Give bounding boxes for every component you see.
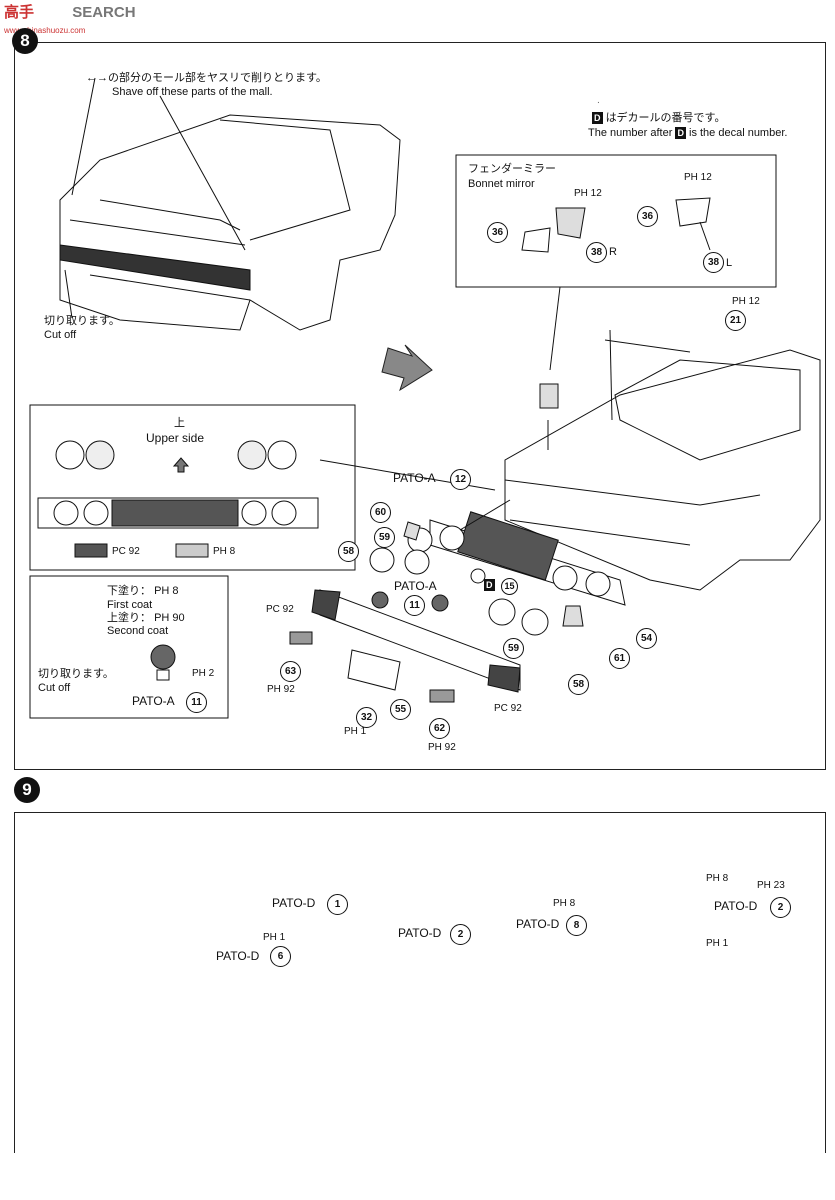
part-12: 12 [450, 469, 471, 490]
decal-mark-15: D [484, 579, 495, 592]
part-60: 60 [370, 502, 391, 523]
pato-d-6-label: PATO-D [216, 950, 259, 963]
decal-note-en-b: is the decal number. [689, 127, 788, 139]
part-58-right: 58 [568, 674, 589, 695]
pato-d-1-text: PATO-D [272, 896, 316, 910]
step9-frame [14, 812, 826, 1153]
paint-ph12-b: PH 12 [684, 172, 712, 183]
mirror-en: Bonnet mirror [468, 178, 535, 190]
upper-ja: 上 [174, 417, 185, 429]
pato-d-8-text: PATO-D [516, 917, 560, 931]
paint-ph12-c: PH 12 [732, 296, 760, 307]
cutoff-ja: 切り取ります。 [44, 315, 120, 327]
part-38-left: 38 [703, 252, 724, 273]
part-d1: 1 [327, 894, 348, 915]
paint9-ph8-box: PH 8 [706, 873, 729, 884]
part-55: 55 [390, 699, 411, 720]
upper-en: Upper side [146, 431, 205, 445]
decal-mark: D [592, 112, 603, 124]
part-63: 63 [280, 661, 301, 682]
second-en: Second coat [107, 625, 169, 637]
pato-d-8-label: PATO-D [516, 918, 559, 931]
watermark-site: www.chinashuozu.com [4, 26, 86, 35]
decal-mark-15-d: D [484, 579, 495, 591]
decal-note-ja: はデカールの番号です。 [605, 112, 726, 124]
step8-badge: 8 [12, 28, 38, 54]
pato-d-box-label: PATO-D [714, 900, 757, 913]
first-coat-row: 下塗り： PH 8 [107, 585, 179, 598]
decal-mark-2: D [675, 127, 686, 139]
part-58-left: 58 [338, 541, 359, 562]
cutoff-en: Cut off [44, 329, 77, 341]
step9-badge: 9 [14, 777, 40, 803]
part-d2: 2 [450, 924, 471, 945]
paint9-ph1-box: PH 1 [706, 938, 729, 949]
part-36-left: 36 [637, 206, 658, 227]
paint-ph12-a: PH 12 [574, 188, 602, 199]
mall-note-ja: ←→の部分のモール部をヤスリで削りとります。 [86, 72, 327, 84]
part-59-left: 59 [374, 527, 395, 548]
paint9-ph1-a: PH 1 [263, 932, 286, 943]
second-coat-row: 上塗り： PH 90 [107, 612, 185, 625]
part-11-lower: 11 [186, 692, 207, 713]
watermark-prefix: 高手 [4, 4, 35, 21]
paint-pc92-box: PC 92 [112, 546, 140, 557]
paint-ph2: PH 2 [192, 668, 215, 679]
mirror-l: L [726, 257, 733, 269]
second-paint: PH 90 [154, 612, 185, 624]
part-59-right: 59 [503, 638, 524, 659]
mirror-ja: フェンダーミラー [468, 163, 556, 175]
pato-d-1-label: PATO-D [272, 897, 315, 910]
part-d8: 8 [566, 915, 587, 936]
pato-d-box-text: PATO-D [714, 899, 758, 913]
pato-d-2-text: PATO-D [398, 926, 442, 940]
part-d6: 6 [270, 946, 291, 967]
first-en: First coat [107, 599, 153, 611]
part-d2-box: 2 [770, 897, 791, 918]
decal-note-ja-row: D はデカールの番号です。 [592, 112, 725, 125]
part-11-upper: 11 [404, 595, 425, 616]
part-38-right: 38 [586, 242, 607, 263]
paint-pc92-right: PC 92 [494, 703, 522, 714]
part-62: 62 [429, 718, 450, 739]
pato-a-top: PATO-A [393, 471, 436, 485]
first-ja: 下塗り： [107, 585, 151, 597]
part-61: 61 [609, 648, 630, 669]
first-paint: PH 8 [154, 585, 179, 597]
second-ja: 上塗り： [107, 612, 151, 624]
watermark-text: SEARCH [72, 4, 136, 21]
mirror-r: R [609, 246, 617, 258]
cutoff2-ja: 切り取ります。 [38, 668, 114, 680]
paint9-ph23-box: PH 23 [757, 880, 785, 891]
paint-ph8-box: PH 8 [213, 546, 236, 557]
paint-ph1: PH 1 [344, 726, 367, 737]
pato-d-2-label: PATO-D [398, 927, 441, 940]
part-54: 54 [636, 628, 657, 649]
mall-arrow-note: ٠ [596, 97, 601, 107]
paint9-ph8-a: PH 8 [553, 898, 576, 909]
decal-note-en-row: The number after D is the decal number. [588, 127, 787, 140]
paint-ph92-b: PH 92 [428, 742, 456, 753]
watermark-logo: 高手 SEARCH [4, 4, 136, 21]
cutoff2-en: Cut off [38, 682, 71, 694]
pato-a-mid: PATO-A [394, 579, 437, 593]
decal-15: 15 [501, 578, 518, 595]
part-21: 21 [725, 310, 746, 331]
paint-ph92-a: PH 92 [267, 684, 295, 695]
part-36-right: 36 [487, 222, 508, 243]
decal-note-en-a: The number after [588, 127, 673, 139]
pato-d-6-text: PATO-D [216, 949, 260, 963]
part-32: 32 [356, 707, 377, 728]
mall-note-en: Shave off these parts of the mall. [112, 86, 273, 98]
paint-pc92-left: PC 92 [266, 604, 294, 615]
pato-a-box: PATO-A [132, 694, 175, 708]
